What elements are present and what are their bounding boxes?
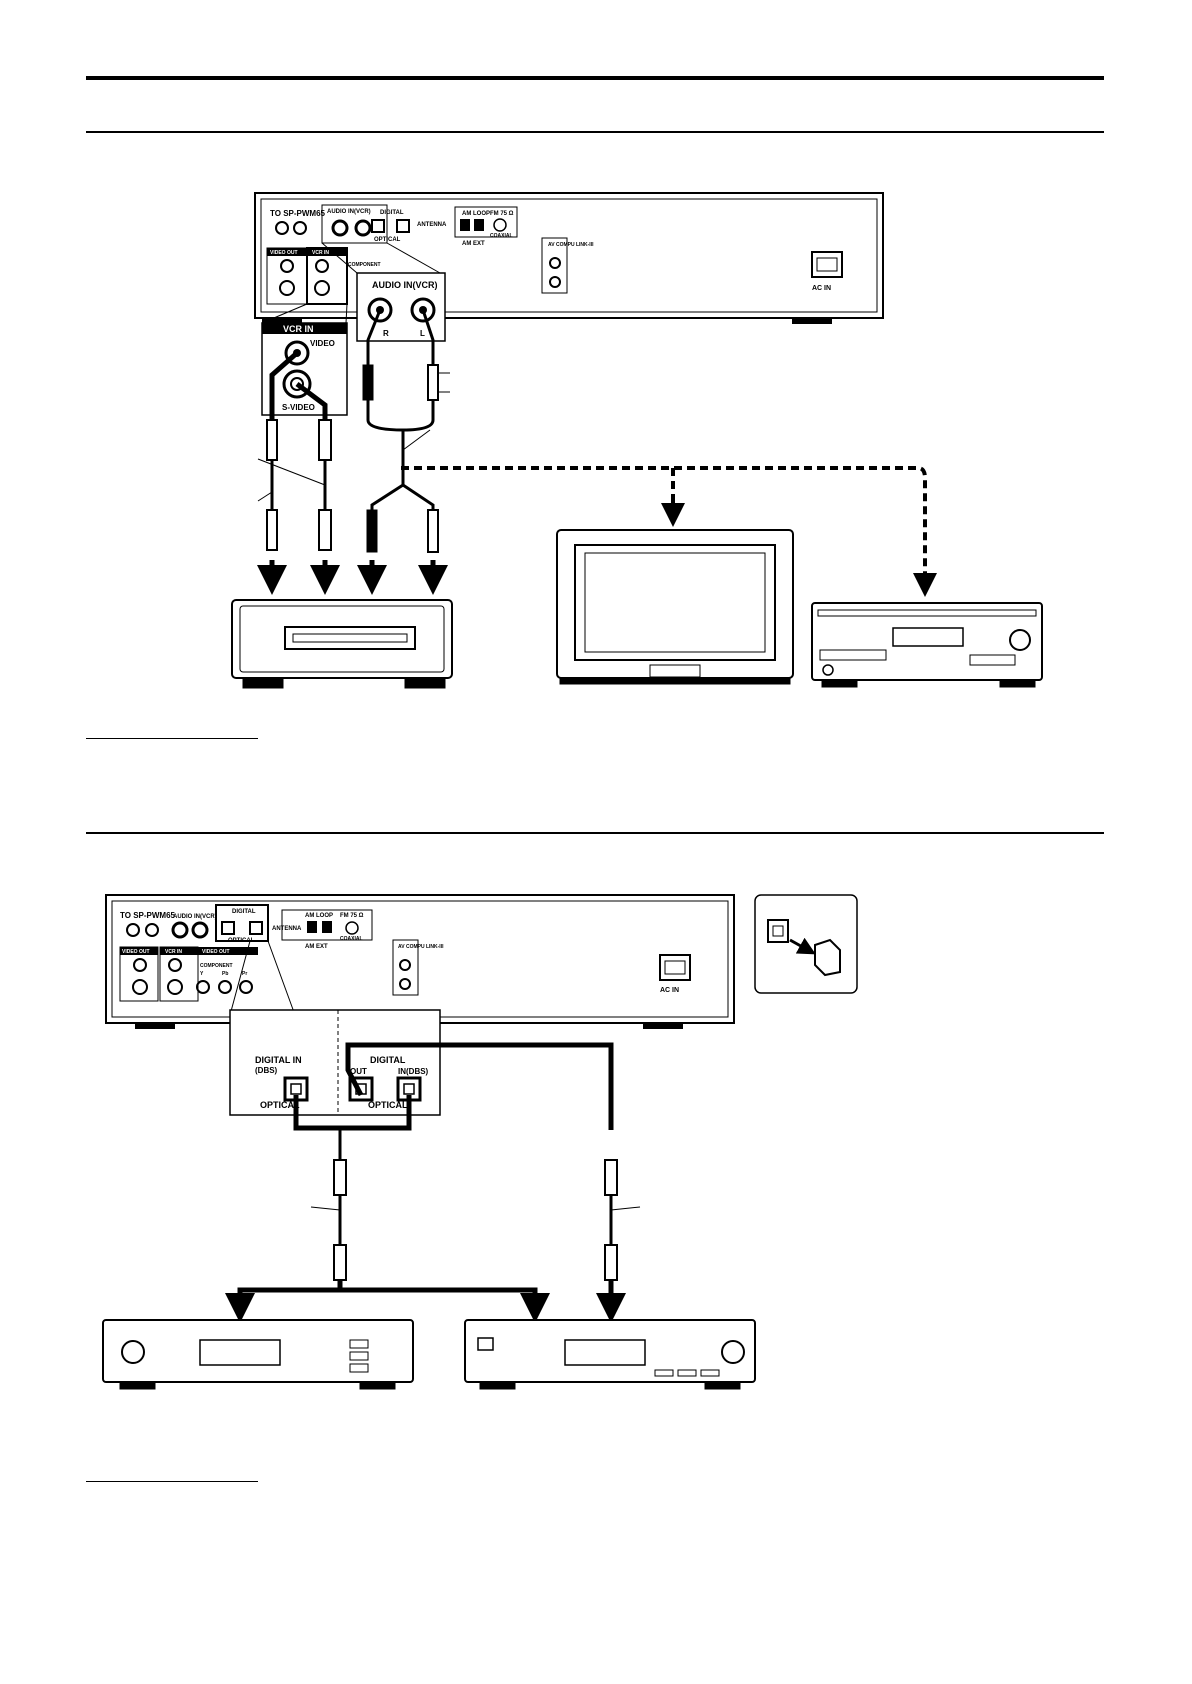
zoom-video-label: VIDEO <box>310 339 335 348</box>
antenna-label: ANTENNA <box>417 222 447 228</box>
optical-arrows <box>225 1293 626 1323</box>
am-loop-label-2: AM LOOP <box>305 913 333 919</box>
dashed-audio-line <box>401 466 927 580</box>
am-ext-label-2: AM EXT <box>305 944 328 950</box>
vcr-in-zoom: VCR IN VIDEO S-VIDEO <box>261 322 348 416</box>
audio-in-label: AUDIO IN(VCR) <box>327 209 371 215</box>
cassette-deck-illustration <box>811 602 1043 688</box>
digital-zoom: DIGITAL IN (DBS) OPTICAL DIGITAL OUT IN(… <box>229 1009 441 1116</box>
audio-in-label-2: AUDIO IN(VCR) <box>173 914 217 920</box>
component-pr-label: Pr <box>242 971 247 977</box>
zoom-digital-label: DIGITAL <box>370 1055 406 1065</box>
av-compu-link-label: AV COMPU LINK-III <box>548 242 594 248</box>
ac-in-label: AC IN <box>812 285 831 292</box>
fm-label-2: FM 75 Ω <box>340 913 364 919</box>
zoom-in-dbs-label: IN(DBS) <box>398 1067 429 1076</box>
digital-label-2: DIGITAL <box>232 909 256 915</box>
zoom-optical-label-left: OPTICAL <box>260 1100 300 1110</box>
receiver-rear-panel-2: TO SP-PWM65 AUDIO IN(VCR) DIGITAL OPTICA… <box>105 894 735 1029</box>
zoom-s-video-label: S-VIDEO <box>282 403 315 412</box>
ac-in-socket-icon-2 <box>659 954 691 981</box>
component-pb-label: Pb <box>222 971 228 977</box>
video-out-label-3: VIDEO OUT <box>202 949 230 955</box>
component-label: COMPONENT <box>348 262 381 268</box>
digital-source-device-right <box>464 1319 756 1390</box>
tv-illustration <box>556 529 794 685</box>
vcr-arrows <box>257 560 448 595</box>
coaxial-label-2: COAXIAL <box>340 936 363 942</box>
vcr-in-label-2: VCR IN <box>165 949 182 955</box>
ac-in-label-2: AC IN <box>660 987 679 994</box>
av-compu-link-label-2: AV COMPU LINK-III <box>398 944 444 950</box>
component-label-2: COMPONENT <box>200 963 233 969</box>
to-sp-label-2: TO SP-PWM65 <box>120 911 176 920</box>
vcr-device-illustration <box>231 599 453 689</box>
video-out-label: VIDEO OUT <box>270 250 298 256</box>
top-rule <box>86 76 1104 80</box>
digital-source-device-left <box>102 1319 414 1390</box>
zoom-optical-out-jack <box>348 1076 374 1102</box>
video-out-label-2: VIDEO OUT <box>122 949 150 955</box>
to-sp-label: TO SP-PWM65 <box>270 209 326 218</box>
receiver-rear-panel-1: TO SP-PWM65 AUDIO IN(VCR) DIGITAL OPTICA… <box>254 192 884 324</box>
fm-label: FM 75 Ω <box>490 211 514 217</box>
optical-label-2: OPTICAL <box>228 938 255 944</box>
component-y-label: Y <box>200 971 204 977</box>
zoom-vcr-in-label: VCR IN <box>283 324 314 334</box>
section-2-rule <box>86 832 1104 834</box>
optical-jack-icon <box>767 919 789 943</box>
section-1-rule <box>86 131 1104 133</box>
dust-cap-icon <box>814 938 841 977</box>
vcr-in-label: VCR IN <box>312 250 329 256</box>
zoom-audio-in-label: AUDIO IN(VCR) <box>372 280 438 290</box>
note-2-rule <box>86 1481 258 1482</box>
zoom-audio-l-jack <box>410 297 436 323</box>
zoom-out-label: OUT <box>350 1067 367 1076</box>
vcr-cables <box>257 309 450 553</box>
zoom-dbs-label: (DBS) <box>255 1066 278 1075</box>
zoom-s-video-jack <box>282 369 312 399</box>
zoom-r-label: R <box>383 329 389 338</box>
antenna-label-2: ANTENNA <box>272 926 302 932</box>
ac-in-socket-icon <box>811 251 843 278</box>
digital-label: DIGITAL <box>380 210 404 216</box>
zoom-optical-label-right: OPTICAL <box>368 1100 408 1110</box>
optical-label: OPTICAL <box>374 237 401 243</box>
sp-jack-icon <box>275 221 289 235</box>
dust-cap-inset <box>754 894 858 994</box>
zoom-video-jack <box>284 340 310 366</box>
zoom-l-label: L <box>420 329 425 338</box>
zoom-digital-in-label: DIGITAL IN <box>255 1055 302 1065</box>
coaxial-label: COAXIAL <box>490 233 513 239</box>
am-loop-label: AM LOOP <box>462 211 490 217</box>
am-ext-label: AM EXT <box>462 241 485 247</box>
zoom-audio-r-jack <box>367 297 393 323</box>
note-1-rule <box>86 738 258 739</box>
